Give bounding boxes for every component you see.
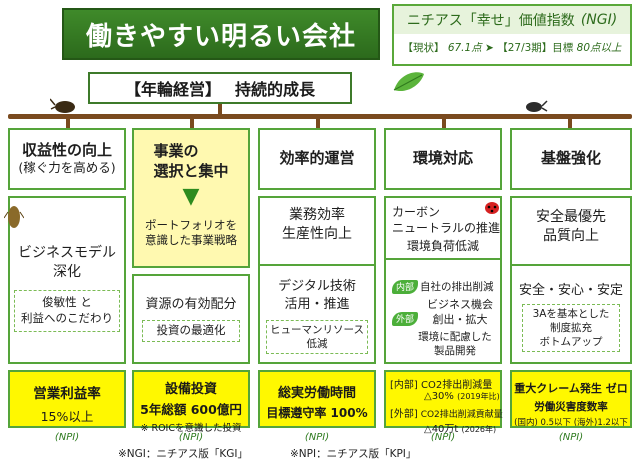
column-1-kpi-value: 15%以上 bbox=[40, 409, 94, 424]
triangle-down-icon: ▼ bbox=[182, 184, 200, 209]
ngi-panel: ニチアス「幸せ」価値指数 (NGI) 【現状】 67.1点 ➤ 【27/3期】目… bbox=[392, 4, 632, 66]
leaf-icon bbox=[393, 72, 424, 92]
column-1-npi: (NPI) bbox=[54, 432, 80, 443]
column-4-kpi1-value-row: △30% (2019年比) bbox=[390, 391, 500, 402]
ladybug-icon bbox=[485, 202, 499, 214]
column-1-header: 収益性の向上 (稼ぐ力を高める) bbox=[8, 128, 126, 190]
column-4-kpi2-value-row: △40万t (2026年) bbox=[390, 420, 500, 435]
column-5-kpi-value: (国内) 0.5以下 (海外)1.2以下 bbox=[514, 418, 628, 428]
column-3-kpi: 総実労働時間 目標遵守率 100% bbox=[258, 370, 376, 428]
ngi-detail: 【現状】 67.1点 ➤ 【27/3期】目標 80点以上 bbox=[394, 40, 630, 55]
column-1-kpi: 営業利益率 15%以上 bbox=[8, 370, 126, 428]
column-5-body bbox=[510, 196, 632, 364]
column-3-title: 効率的運営 bbox=[279, 149, 355, 168]
column-4-outer-text: ビジネス機会 創出・拡大 bbox=[427, 298, 493, 326]
column-2-kpi-title: 設備投資 bbox=[164, 382, 217, 397]
column-5-divider bbox=[510, 264, 632, 266]
column-4-header: 環境対応 bbox=[384, 128, 502, 190]
column-1-body bbox=[8, 196, 126, 364]
ngi-current-label: 【現状】 bbox=[402, 42, 445, 54]
trunk-left-label: 【年輪経営】 bbox=[124, 80, 221, 99]
column-2-kpi: 設備投資 5年総額 600億円 ※ ROICを意識した投資 bbox=[132, 370, 250, 434]
column-3-kpi-title: 総実労働時間 bbox=[277, 386, 356, 401]
column-4-kpi1-row: [内部] CO2排出削減量 bbox=[390, 376, 500, 391]
column-3-mid-detail: ヒューマンリソース 低減 bbox=[266, 320, 368, 354]
column-3-header: 効率的運営 bbox=[258, 128, 376, 190]
column-5-npi: (NPI) bbox=[558, 432, 584, 443]
cicada-icon bbox=[4, 206, 24, 228]
trunk-stem bbox=[218, 104, 222, 116]
column-2-kpi-value: 5年総額 600億円 bbox=[140, 402, 242, 417]
column-4-kpi1-tag: [内部] bbox=[390, 380, 418, 391]
branch-stub-5 bbox=[568, 117, 572, 129]
trunk-box: 【年輪経営】 持続的成長 bbox=[88, 72, 352, 104]
column-4-kpi1-value: △30% bbox=[424, 391, 454, 402]
branch-stub-3 bbox=[316, 117, 320, 129]
column-4-title: 環境対応 bbox=[412, 149, 473, 168]
branch-stub-1 bbox=[66, 117, 70, 129]
column-1-subtitle: (稼ぐ力を高める) bbox=[18, 160, 116, 176]
column-5-kpi-title2: 労働災害度数率 bbox=[534, 401, 608, 413]
column-2-body bbox=[132, 274, 250, 364]
stag-beetle-icon bbox=[526, 100, 548, 112]
column-1-mid-title: ビジネスモデル 深化 bbox=[18, 245, 116, 280]
column-3-divider bbox=[258, 264, 376, 266]
branch-stub-2 bbox=[190, 117, 194, 129]
ngi-heading: ニチアス「幸せ」価値指数 (NGI) bbox=[394, 6, 630, 34]
column-5-mid2-title: 安全・安心・安定 bbox=[518, 283, 623, 298]
column-4-mid-title: カーボン ニュートラルの推進 bbox=[392, 205, 501, 236]
column-4-npi: (NPI) bbox=[430, 432, 456, 443]
column-1-mid-detail: 俊敏性 と 利益へのこだわり bbox=[14, 290, 120, 332]
ngi-heading-text: ニチアス「幸せ」価値指数 bbox=[406, 13, 575, 29]
column-3-mid-title: 業務効率 生産性向上 bbox=[282, 207, 352, 242]
column-4-outer-sub: 環境に配慮した 製品開発 bbox=[418, 331, 492, 358]
ngi-current-value: 67.1点 bbox=[447, 42, 482, 54]
column-5-title: 基盤強化 bbox=[540, 149, 601, 168]
column-4-mid-sub: 環境負荷低減 bbox=[406, 239, 479, 253]
column-4-inner-badge: 内部 bbox=[392, 280, 418, 294]
beetle-icon bbox=[50, 98, 75, 113]
ngi-target-value: 80点以上 bbox=[576, 42, 622, 54]
column-2-mid-detail: 投資の最適化 bbox=[142, 320, 240, 342]
column-4-divider bbox=[384, 258, 502, 260]
column-4-kpi1-text: CO2排出削減量 bbox=[421, 380, 493, 391]
column-5-kpi: 重大クレーム発生 ゼロ 労働災害度数率 (国内) 0.5以下 (海外)1.2以下 bbox=[510, 370, 632, 428]
column-4-kpi1-note: (2019年比) bbox=[457, 392, 500, 401]
trunk-right-label: 持続的成長 bbox=[235, 80, 316, 99]
footer-npi-note: ※NPI：ニチアス版「KPI」 bbox=[290, 448, 417, 460]
ngi-abbr: (NGI) bbox=[580, 12, 618, 28]
column-5-header: 基盤強化 bbox=[510, 128, 632, 190]
column-2-title: 事業の 選択と集中 bbox=[153, 142, 229, 180]
arrow-right-icon: ➤ bbox=[485, 42, 494, 54]
column-5-mid-title: 安全最優先 品質向上 bbox=[536, 209, 606, 244]
column-4-kpi2-tag: [外部] bbox=[390, 409, 418, 420]
branch-stub-4 bbox=[442, 117, 446, 129]
main-branch bbox=[8, 114, 632, 119]
column-2-kpi-note: ※ ROICを意識した投資 bbox=[140, 423, 242, 434]
column-1-kpi-title: 営業利益率 bbox=[33, 386, 101, 402]
column-4-outer-badge: 外部 bbox=[392, 312, 418, 326]
column-2-header: 事業の 選択と集中 ▼ ポートフォリオを 意識した事業戦略 bbox=[132, 128, 250, 268]
column-3-mid2-title: デジタル技術 活用・推進 bbox=[278, 279, 356, 312]
column-4-kpi2-text: CO2排出削減貢献量 bbox=[420, 410, 503, 420]
column-4-kpi: [内部] CO2排出削減量 △30% (2019年比) [外部] CO2排出削減… bbox=[384, 370, 503, 435]
column-1-title: 収益性の向上 bbox=[21, 140, 112, 159]
page-title: 働きやすい明るい会社 bbox=[62, 8, 380, 60]
footer-ngi-note: ※NGI：ニチアス版「KGI」 bbox=[118, 448, 249, 460]
column-3-npi: (NPI) bbox=[304, 432, 330, 443]
column-4-kpi2-row: [外部] CO2排出削減貢献量 bbox=[390, 405, 503, 420]
column-5-kpi-title: 重大クレーム発生 ゼロ bbox=[514, 382, 628, 395]
column-2-subtitle: ポートフォリオを 意識した事業戦略 bbox=[145, 217, 237, 248]
column-3-body bbox=[258, 196, 376, 364]
column-2-npi: (NPI) bbox=[178, 432, 204, 443]
column-4-inner-text: 自社の排出削減 bbox=[420, 281, 494, 293]
column-5-mid-detail: 3Aを基本とした 制度拡充 ボトムアップ bbox=[522, 304, 620, 352]
column-2-mid-title: 資源の有効配分 bbox=[145, 297, 237, 312]
ngi-target-label: 【27/3期】目標 bbox=[497, 42, 574, 54]
column-4-kpi2-note: (2026年) bbox=[461, 425, 497, 434]
column-4-kpi2-value: △40万t bbox=[424, 424, 459, 435]
column-3-kpi-value: 目標遵守率 100% bbox=[266, 406, 368, 420]
